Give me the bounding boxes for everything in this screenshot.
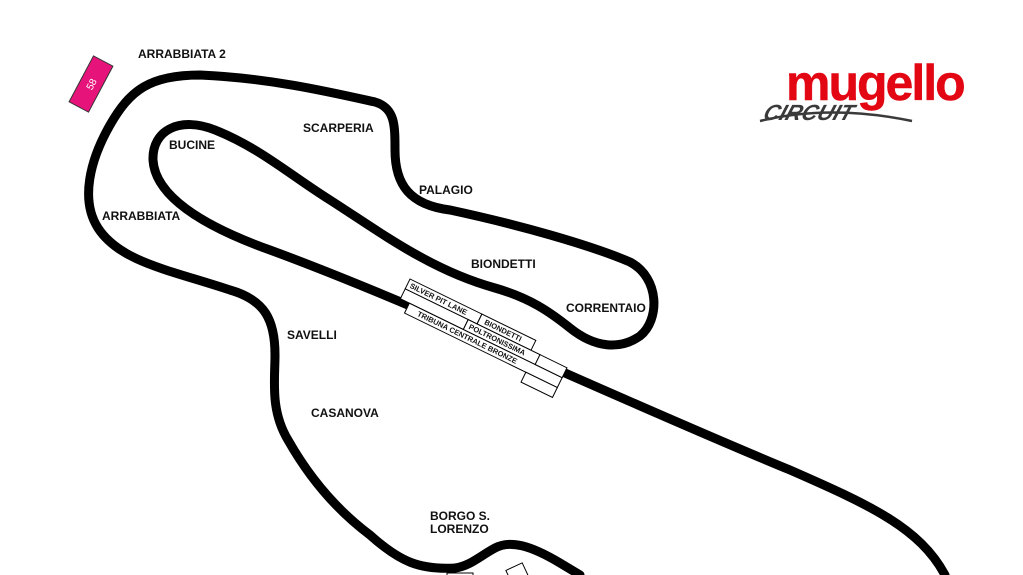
corner-biondetti: BIONDETTI bbox=[471, 257, 536, 271]
track-line bbox=[84, 70, 950, 575]
marker-label: 58 bbox=[85, 77, 100, 92]
corner-borgo-s-lorenzo-line2: LORENZO bbox=[430, 522, 489, 536]
logo-primary-text: mugello bbox=[786, 55, 964, 111]
marker-58: 58 bbox=[68, 55, 114, 113]
corner-arrabbiata: ARRABBIATA bbox=[102, 209, 181, 223]
partial-stand-box-right bbox=[505, 562, 529, 575]
mugello-logo: mugello CIRCUIT bbox=[759, 55, 966, 125]
logo-swoosh bbox=[759, 111, 913, 123]
corner-savelli: SAVELLI bbox=[287, 328, 337, 342]
corner-arrabbiata-2: ARRABBIATA 2 bbox=[138, 47, 226, 61]
corner-casanova: CASANOVA bbox=[311, 406, 379, 420]
grandstand-block: SILVER PIT LANE BIONDETTI POLTRONISSIMA … bbox=[399, 278, 568, 399]
corner-borgo-s-lorenzo-line1: BORGO S. bbox=[430, 509, 490, 523]
partial-stand-box-left bbox=[446, 572, 474, 575]
corner-bucine: BUCINE bbox=[169, 138, 215, 152]
corner-scarperia: SCARPERIA bbox=[303, 121, 374, 135]
corner-palagio: PALAGIO bbox=[419, 183, 473, 197]
corner-correntaio: CORRENTAIO bbox=[566, 301, 646, 315]
